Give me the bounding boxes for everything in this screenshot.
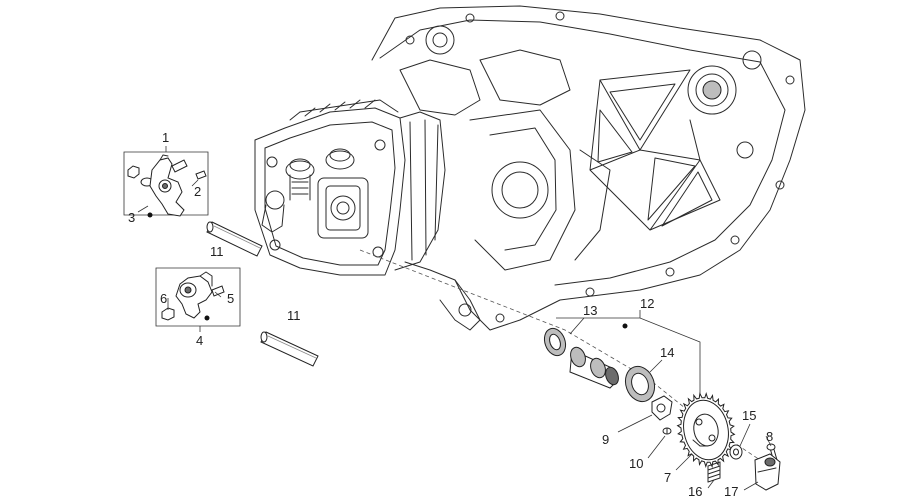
callout-10: 10 [629,456,643,471]
callout-16: 16 [688,484,702,498]
rocker-shaft-upper [206,221,263,257]
rocker-assembly-1 [123,146,209,218]
decompressor-weight-17 [754,453,781,491]
rocker-assembly-4 [155,267,241,332]
callout-labels: 1 2 3 4 5 6 7 8 9 10 11 11 12 13 14 15 1… [128,130,773,498]
group-bracket-12 [556,317,701,400]
engine-crankcase [371,5,806,331]
callout-8: 8 [766,429,773,444]
group-bracket-1 [123,151,209,216]
camshaft-group-12 [543,310,701,403]
callout-14: 14 [660,345,674,360]
callout-4: 4 [196,333,203,348]
callout-15: 15 [742,408,756,423]
group-bracket-4 [155,267,241,327]
callout-1: 1 [162,130,169,145]
leader-lines [137,179,772,491]
callout-17: 17 [724,484,738,498]
cylinder-head [254,99,446,276]
cam-sprocket-7 [676,391,736,469]
bolt-10 [662,427,672,435]
callout-12: 12 [640,296,654,311]
spring-16 [707,461,721,483]
callout-13: 13 [583,303,597,318]
callout-3: 3 [128,210,135,225]
callout-7: 7 [664,470,671,485]
thrust-plate-9 [651,395,673,421]
callout-6: 6 [160,291,167,306]
washer-15 [729,444,743,460]
callout-9: 9 [602,432,609,447]
callout-11-upper: 11 [210,244,224,259]
callout-2: 2 [194,184,201,199]
callout-11-lower: 11 [287,308,301,323]
rocker-shaft-lower [260,331,319,367]
callout-5: 5 [227,291,234,306]
